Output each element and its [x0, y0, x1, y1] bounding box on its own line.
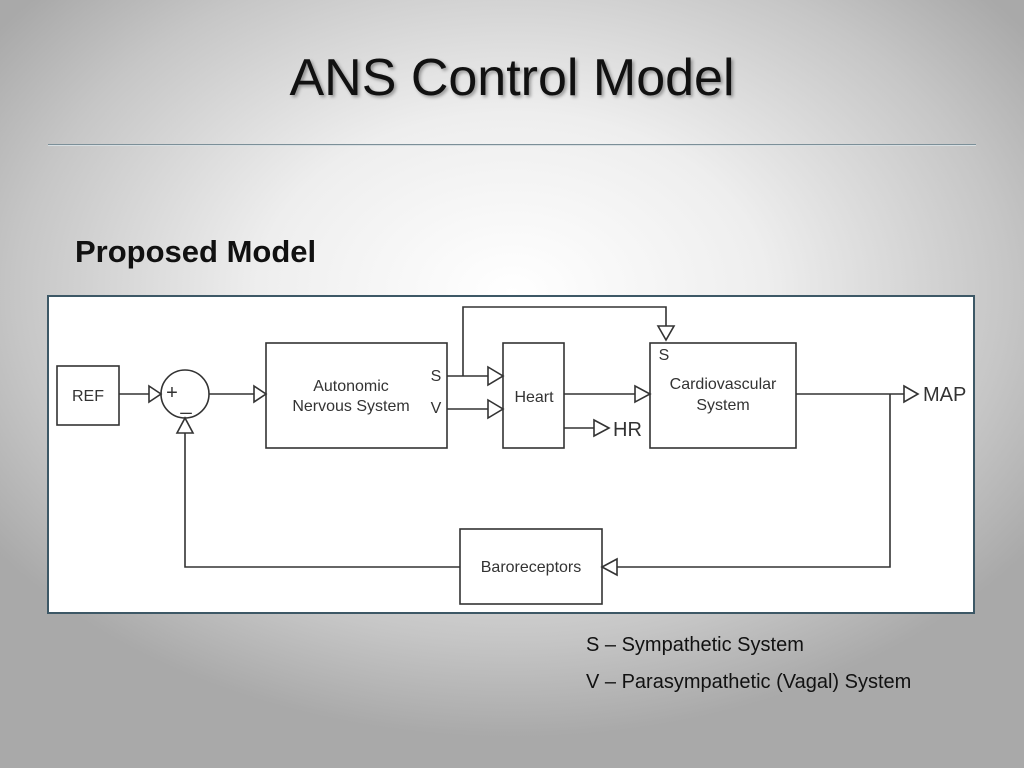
arrowhead-sum-input: [148, 384, 163, 404]
arrowhead-heart-s-input: [487, 365, 505, 387]
summing-minus-sign: _: [179, 393, 192, 415]
connector-map-to-baroreceptors: [617, 394, 891, 568]
ans-label-line1: Autonomic: [313, 378, 389, 395]
baroreceptors-block: [459, 528, 603, 605]
s-output-label: S: [431, 368, 442, 385]
baroreceptors-label: Baroreceptors: [481, 559, 582, 576]
arrowhead-hr-output: [593, 418, 611, 438]
ref-block: [56, 365, 120, 426]
legend-item-sympathetic: S – Sympathetic System: [586, 634, 804, 656]
heart-block: [502, 342, 565, 449]
cardiovascular-block: [649, 342, 797, 449]
arrowhead-cardiovascular-s-input: [656, 325, 676, 342]
arrowhead-map-output: [903, 384, 920, 404]
summing-plus-sign: +: [166, 382, 178, 404]
map-output-label: MAP: [923, 384, 966, 406]
arrowhead-baroreceptors-input: [600, 557, 618, 577]
connector-baroreceptors-to-sum: [184, 433, 460, 568]
arrowhead-ans-input: [253, 384, 268, 404]
slide-title: ANS Control Model: [289, 49, 735, 107]
ans-block: [265, 342, 448, 449]
v-output-label: V: [431, 400, 442, 417]
section-subtitle: Proposed Model: [75, 234, 317, 269]
ans-label-line2: Nervous System: [292, 398, 409, 415]
s-input-label: S: [659, 347, 670, 364]
hr-output-label: HR: [613, 419, 642, 441]
title-divider: [48, 144, 976, 145]
ref-label: REF: [72, 388, 104, 405]
legend-item-parasympathetic: V – Parasympathetic (Vagal) System: [586, 671, 912, 693]
arrowhead-heart-v-input: [487, 398, 505, 420]
arrowhead-cardiovascular-input: [634, 384, 652, 404]
cardiovascular-label-line1: Cardiovascular: [670, 376, 777, 393]
heart-label: Heart: [514, 389, 554, 406]
arrowhead-sum-feedback-input: [175, 416, 195, 434]
block-diagram-svg: REF + _ Autonomic Nervous System S V Hea…: [56, 306, 966, 605]
connector-s-to-cardiovascular: [462, 306, 667, 376]
block-diagram: REF + _ Autonomic Nervous System S V Hea…: [47, 295, 975, 614]
legend: S – Sympathetic System V – Parasympathet…: [586, 632, 911, 706]
cardiovascular-label-line2: System: [696, 397, 749, 414]
